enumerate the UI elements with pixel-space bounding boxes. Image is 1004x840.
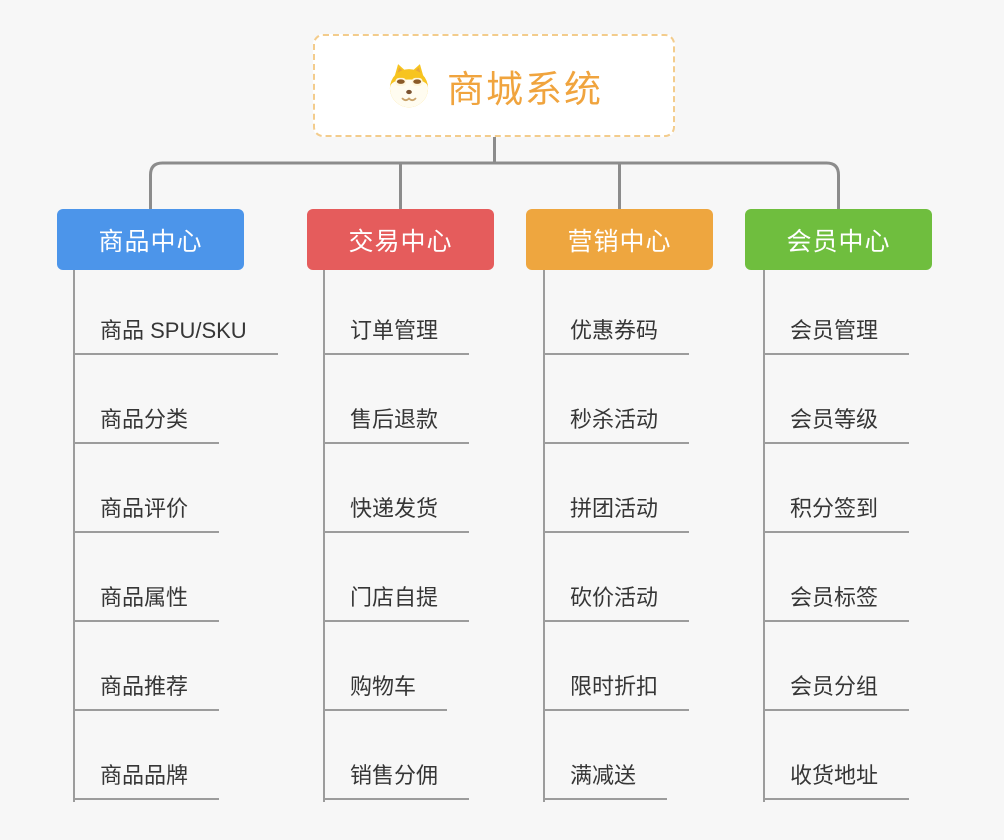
- subtopic-node[interactable]: 销售分佣: [323, 762, 470, 800]
- root-topic-title: 商城系统: [447, 68, 603, 110]
- subtopic-node[interactable]: 订单管理: [323, 317, 470, 355]
- subtopic-node[interactable]: 商品 SPU/SKU: [73, 317, 278, 355]
- subtopic-node[interactable]: 限时折扣: [543, 673, 690, 711]
- subtopic-node[interactable]: 门店自提: [323, 584, 470, 622]
- branch-trunk-line: [543, 270, 545, 802]
- branch-node-marketing-center[interactable]: 营销中心: [526, 209, 713, 270]
- root-topic-node[interactable]: 商城系统: [313, 34, 675, 137]
- branch-node-product-center[interactable]: 商品中心: [57, 209, 244, 270]
- subtopic-node[interactable]: 快递发货: [323, 495, 470, 533]
- branch-trunk-line: [73, 270, 75, 802]
- subtopic-node[interactable]: 满减送: [543, 762, 668, 800]
- subtopic-node[interactable]: 拼团活动: [543, 495, 690, 533]
- subtopic-node[interactable]: 商品评价: [73, 495, 220, 533]
- subtopic-node[interactable]: 商品推荐: [73, 673, 220, 711]
- subtopic-node[interactable]: 商品分类: [73, 406, 220, 444]
- subtopic-node[interactable]: 商品属性: [73, 584, 220, 622]
- branch-node-trade-center[interactable]: 交易中心: [307, 209, 494, 270]
- subtopic-node[interactable]: 会员管理: [763, 317, 910, 355]
- subtopic-node[interactable]: 商品品牌: [73, 762, 220, 800]
- dog-icon: [389, 63, 429, 107]
- subtopic-node[interactable]: 砍价活动: [543, 584, 690, 622]
- subtopic-node[interactable]: 积分签到: [763, 495, 910, 533]
- branch-rail-line: [149, 161, 840, 209]
- branch-trunk-line: [763, 270, 765, 802]
- subtopic-node[interactable]: 售后退款: [323, 406, 470, 444]
- subtopic-node[interactable]: 会员等级: [763, 406, 910, 444]
- branch-trunk-line: [323, 270, 325, 802]
- subtopic-node[interactable]: 会员分组: [763, 673, 910, 711]
- subtopic-node[interactable]: 收货地址: [763, 762, 910, 800]
- subtopic-node[interactable]: 会员标签: [763, 584, 910, 622]
- branch-node-member-center[interactable]: 会员中心: [745, 209, 932, 270]
- subtopic-node[interactable]: 购物车: [323, 673, 448, 711]
- subtopic-node[interactable]: 优惠券码: [543, 317, 690, 355]
- subtopic-node[interactable]: 秒杀活动: [543, 406, 690, 444]
